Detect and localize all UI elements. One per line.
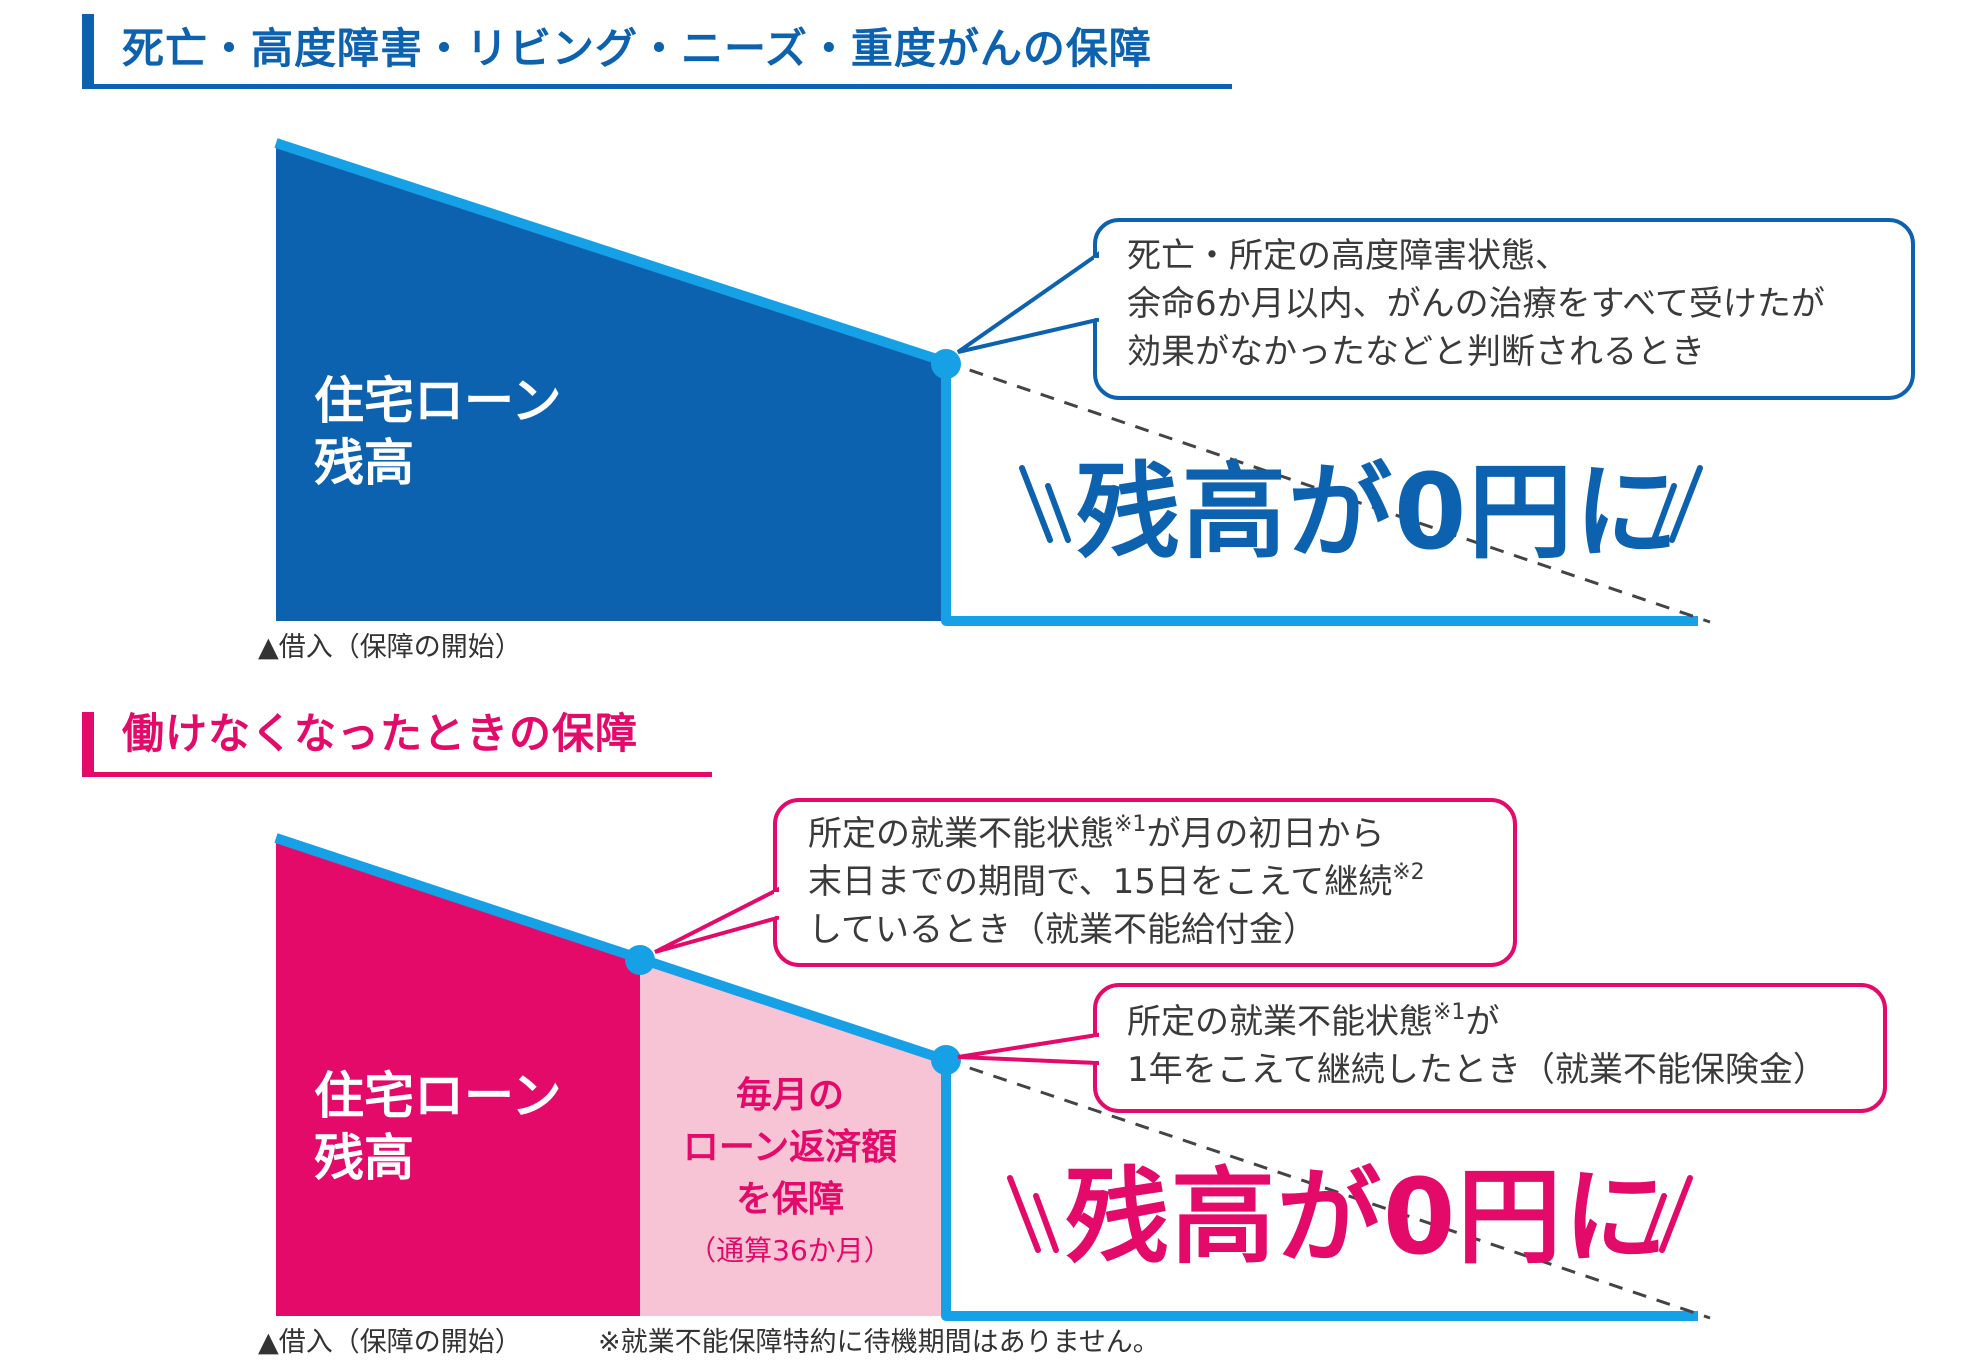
section2-loan-balance-area <box>276 838 640 1316</box>
section2-callout2-line1a: 所定の就業不能状態 <box>1127 1002 1433 1042</box>
section1-emphasis-marks <box>1019 465 1703 543</box>
section2-balance-line1: 住宅ローン <box>314 1067 562 1125</box>
section2-callout1-line2a: 末日までの期間で、15日をこえて継続 <box>808 862 1393 902</box>
section2-callout1-box <box>773 798 1517 967</box>
section2-balance-line2: 残高 <box>314 1129 414 1187</box>
section1-event-point <box>931 349 961 379</box>
section1-balance-label: 住宅ローン 残高 <box>314 370 562 494</box>
section2-monthly-coverage-label: 毎月の ローン返済額 を保障 （通算36か月） <box>640 1070 940 1276</box>
section2-callout2-pointer <box>957 1032 1099 1066</box>
section2-borrow-note: ▲借入（保障の開始） <box>258 1327 522 1358</box>
section1-projected-line <box>945 360 1711 624</box>
section2-callout1-line1b: が月の初日から <box>1146 814 1385 854</box>
section2-title: 働けなくなったときの保障 <box>122 709 639 758</box>
section1-callout-line2: 余命6か月以内、がんの治療をすべて受けたが <box>1127 284 1825 324</box>
section2-callout2-line2: 1年をこえて継続したとき（就業不能保険金） <box>1127 1050 1827 1090</box>
section1-borrow-note: ▲借入（保障の開始） <box>258 632 522 663</box>
section2-callout2-line1b: が <box>1465 1002 1500 1042</box>
section2-projected-line <box>945 1058 1711 1320</box>
section1-callout-line3: 効果がなかったなどと判断されるとき <box>1127 332 1705 372</box>
section2-callout1-pointer <box>654 886 779 954</box>
section2-callout2-line1: 所定の就業不能状態※1が <box>1127 998 1827 1046</box>
section1-balance-line2: 残高 <box>314 434 414 492</box>
section1-title-bar <box>82 14 94 86</box>
section1-balance-line1: 住宅ローン <box>314 372 562 430</box>
section1-coverage-line <box>274 138 1698 626</box>
section2-monthly-line3: を保障 <box>735 1179 844 1220</box>
section2-title-underline <box>82 772 712 777</box>
section2-callout1-line2: 末日までの期間で、15日をこえて継続※2 <box>808 858 1425 906</box>
section2-callout1-line3: しているとき（就業不能給付金） <box>808 910 1317 950</box>
section1-zero-balance-text: 残高が0円に <box>1076 451 1681 573</box>
section2-event-point-1 <box>625 945 655 975</box>
section2-callout1-sup2: ※2 <box>1392 860 1425 885</box>
section2-title-bar <box>82 712 94 774</box>
section2-callout1-text: 所定の就業不能状態※1が月の初日から 末日までの期間で、15日をこえて継続※2 … <box>808 810 1425 954</box>
section2-monthly-line4: （通算36か月） <box>688 1234 892 1267</box>
section1-callout-line1: 死亡・所定の高度障害状態、 <box>1127 236 1569 276</box>
section2-coverage-line <box>274 833 1698 1321</box>
section2-callout1-sup1: ※1 <box>1114 812 1147 837</box>
section2-callout1-line1a: 所定の就業不能状態 <box>808 814 1114 854</box>
section1-title: 死亡・高度障害・リビング・ニーズ・重度がんの保障 <box>122 24 1152 73</box>
section2-monthly-coverage-area <box>640 962 946 1316</box>
section2-emphasis-marks <box>1007 1175 1693 1253</box>
section2-zero-balance-text: 残高が0円に <box>1065 1156 1670 1278</box>
section1-callout-text: 死亡・所定の高度障害状態、 余命6か月以内、がんの治療をすべて受けたが 効果がな… <box>1127 232 1825 376</box>
section2-callout1-line1: 所定の就業不能状態※1が月の初日から <box>808 810 1425 858</box>
section2-balance-label: 住宅ローン 残高 <box>314 1065 562 1189</box>
section2-footnote: ※就業不能保障特約に待機期間はありません。 <box>598 1327 1160 1358</box>
section2-monthly-line2: ローン返済額 <box>682 1127 898 1168</box>
section1-title-underline <box>82 84 1232 89</box>
section1-loan-balance-area <box>276 143 946 621</box>
section2-event-point-2 <box>931 1045 961 1075</box>
section2-callout2-sup1: ※1 <box>1433 1000 1466 1025</box>
section2-callout2-text: 所定の就業不能状態※1が 1年をこえて継続したとき（就業不能保険金） <box>1127 998 1827 1094</box>
section2-monthly-line1: 毎月の <box>735 1075 844 1116</box>
section1-callout-pointer <box>956 251 1099 354</box>
